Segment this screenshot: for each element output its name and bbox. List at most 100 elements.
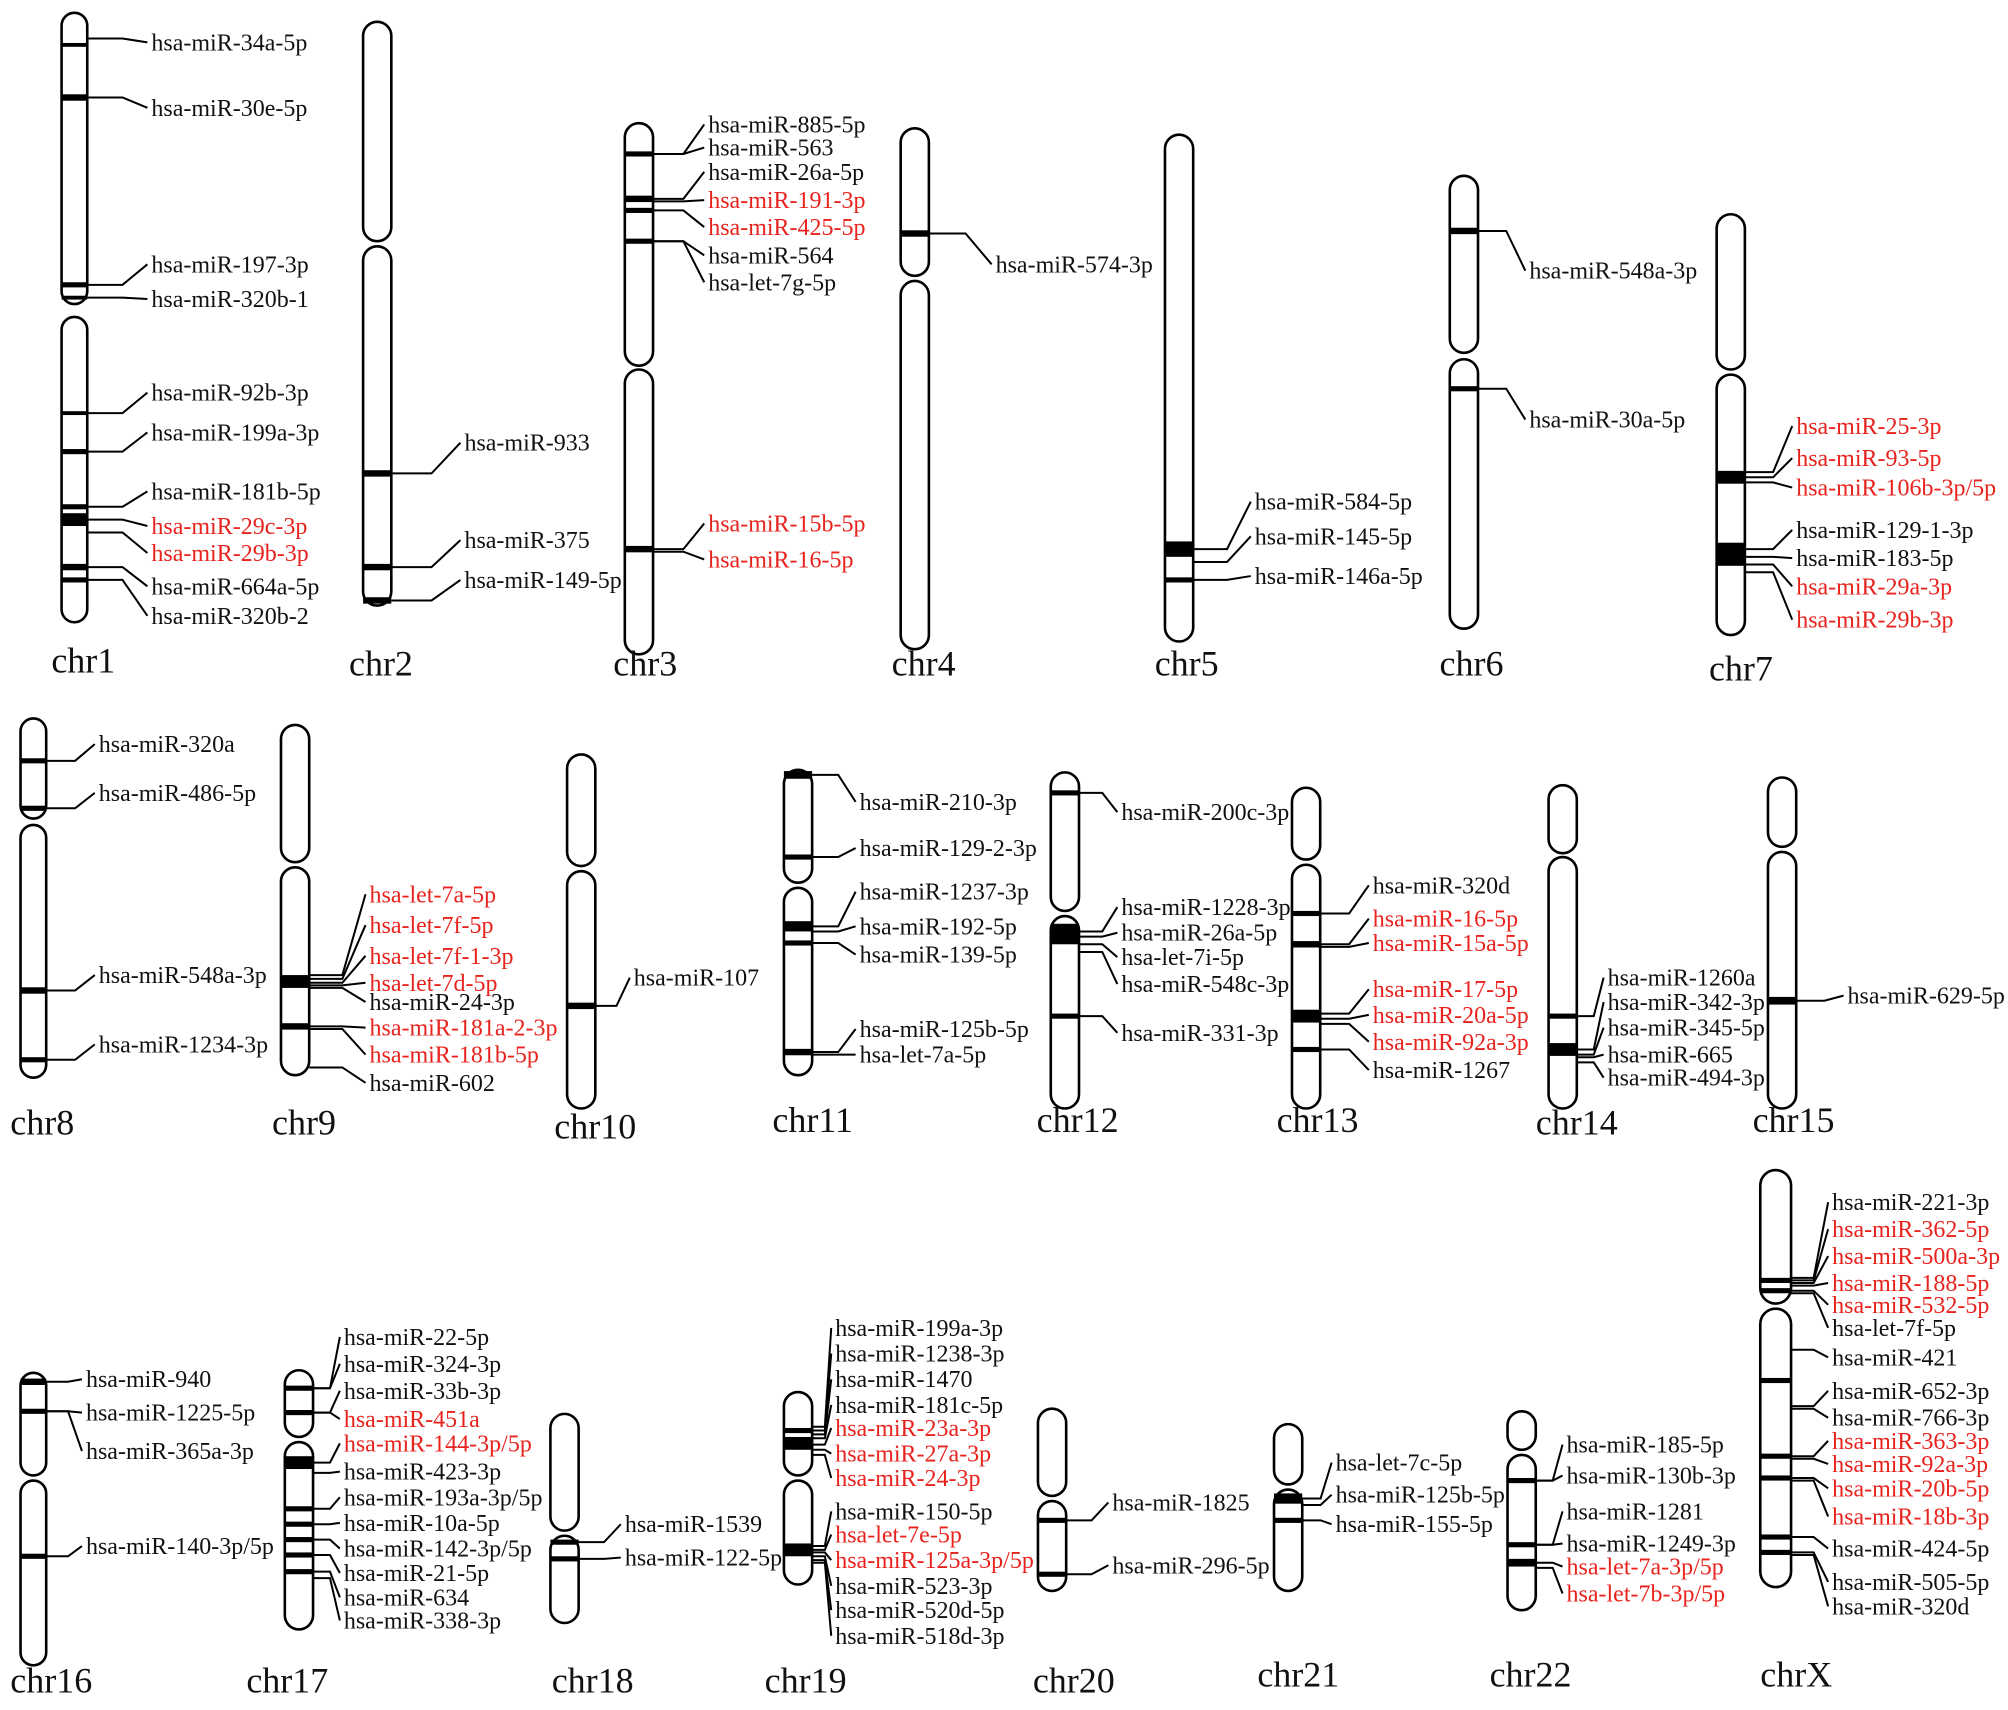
chr12-connector-3 [1079,931,1118,938]
chr7-connector-6 [1744,563,1793,587]
chr19-mirna-label: hsa-miR-150-5p [835,1499,992,1525]
chrX-mirna-label: hsa-miR-500a-3p [1832,1244,2000,1270]
chr11-connector-2 [812,847,857,859]
chr12-mirna-label: hsa-miR-548c-3p [1121,972,1289,998]
chr22-band-3 [1507,1558,1536,1567]
chr7-label: chr7 [1709,648,1773,688]
chr8-connector-1 [46,743,96,762]
chr9-label: chr9 [272,1103,336,1143]
chr12-connector-4 [1079,943,1118,958]
chr11-connector-1 [812,773,857,803]
chrX-arm-1 [1758,1168,1793,1305]
chr14-connector-4 [1576,1053,1604,1059]
chr3-connector-2 [653,146,705,155]
chr10-mirna-label: hsa-miR-107 [634,966,759,992]
chr19-mirna-label: hsa-miR-181c-5p [835,1393,1003,1419]
chr15-band-1 [1767,996,1797,1005]
chr17-band-6 [284,1537,314,1543]
chrX-band-3 [1760,1377,1792,1384]
chrX-connector-15 [1791,1551,1830,1583]
chr18-band-1 [550,1539,579,1545]
chr20-connector-1 [1066,1501,1110,1522]
chr3-mirna-label: hsa-miR-885-5p [708,112,865,138]
chr11-connector-4 [812,925,856,933]
chr22-arm-2 [1506,1453,1538,1612]
chrX-band-2 [1760,1288,1792,1294]
chr20-arm-2 [1036,1499,1068,1593]
chr17-connector-9 [313,1538,341,1550]
chr17-band-1 [284,1385,314,1391]
chr21-connector-1 [1302,1462,1333,1500]
chr15-connector-1 [1796,994,1844,1002]
chr17-mirna-label: hsa-miR-142-3p/5p [344,1537,532,1563]
chr11-connector-3 [812,891,857,928]
chr7-mirna-label: hsa-miR-106b-3p/5p [1796,476,1996,502]
chr16-mirna-label: hsa-miR-1225-5p [86,1401,255,1427]
chr3-mirna-label: hsa-miR-563 [708,136,833,162]
chr17-band-4 [284,1506,314,1512]
chr19-mirna-label: hsa-miR-523-3p [835,1574,992,1600]
chr19-mirna-label: hsa-miR-518d-3p [835,1624,1004,1650]
chr17-connector-1 [313,1336,341,1390]
chr19-band-3 [783,1543,813,1557]
chr6-arm-2 [1448,357,1480,630]
chr11-group: hsa-miR-210-3phsa-miR-129-2-3phsa-miR-12… [772,768,1037,1140]
chr19-arm-2 [782,1479,814,1586]
chr14-band-1 [1548,1013,1577,1019]
chr11-band-4 [783,940,813,946]
chr13-connector-4 [1320,988,1370,1015]
chr22-connector-5 [1535,1561,1563,1568]
chr19-band-2 [783,1436,813,1450]
chr7-arm-1 [1715,212,1747,371]
chr1-mirna-label: hsa-miR-320b-1 [151,287,308,313]
chr16-mirna-label: hsa-miR-365a-3p [86,1439,254,1465]
chrX-connector-8 [1791,1390,1829,1408]
chr20-arm-1 [1036,1407,1068,1498]
chr13-band-3 [1291,1009,1321,1023]
chrX-connector-10 [1791,1440,1829,1458]
chr8-label: chr8 [10,1103,74,1143]
chr13-mirna-label: hsa-miR-17-5p [1373,977,1518,1003]
chr3-mirna-label: hsa-miR-191-3p [708,188,865,214]
chr17-band-8 [284,1569,314,1575]
chr5-mirna-label: hsa-miR-146a-5p [1255,564,1423,590]
chr5-group: hsa-miR-584-5phsa-miR-145-5phsa-miR-146a… [1155,133,1423,683]
chr8-band-1 [20,758,47,764]
chr1-mirna-label: hsa-miR-199a-3p [151,420,319,446]
chr1-band-5 [61,411,88,416]
chr9-mirna-label: hsa-miR-602 [370,1071,495,1097]
chr19-mirna-label: hsa-miR-23a-3p [835,1416,991,1442]
chr10-arm-2 [565,869,597,1110]
chr17-mirna-label: hsa-miR-193a-3p/5p [344,1485,543,1511]
chr12-arm-2 [1049,914,1081,1110]
chrX-connector-7 [1791,1348,1829,1359]
chr14-band-2 [1548,1043,1577,1056]
chr5-connector-1 [1193,501,1252,551]
chr16-connector-3 [46,1410,83,1452]
chr13-connector-1 [1320,884,1370,915]
chr1-band-4 [61,295,88,300]
chr2-connector-2 [391,539,462,569]
chr1-mirna-label: hsa-miR-197-3p [151,252,308,278]
chrX-mirna-label: hsa-miR-652-3p [1832,1379,1989,1405]
chr6-mirna-label: hsa-miR-30a-5p [1529,408,1685,434]
chr19-connector-10 [812,1551,833,1561]
chrX-band-6 [1760,1534,1792,1540]
chr13-connector-5 [1320,1013,1370,1020]
chr12-band-1 [1050,790,1080,796]
chr12-group: hsa-miR-200c-3phsa-miR-1228-3phsa-miR-26… [1037,771,1291,1140]
chr9-mirna-label: hsa-let-7f-1-3p [370,944,514,970]
chr1-arm-2 [60,315,89,624]
chr12-mirna-label: hsa-miR-26a-5p [1121,921,1277,947]
chrX-connector-9 [1791,1407,1829,1419]
chr22-connector-4 [1535,1542,1563,1546]
chr21-connector-3 [1302,1519,1332,1526]
chr13-connector-6 [1320,1022,1370,1043]
chr21-mirna-label: hsa-miR-155-5p [1336,1512,1493,1538]
chr12-connector-1 [1079,791,1119,813]
chr15-label: chr15 [1753,1100,1835,1140]
chr4-band-1 [900,230,929,237]
chrX-mirna-label: hsa-miR-188-5p [1832,1271,1989,1297]
chr3-connector-9 [653,550,705,561]
chr19-connector-5 [812,1427,833,1446]
